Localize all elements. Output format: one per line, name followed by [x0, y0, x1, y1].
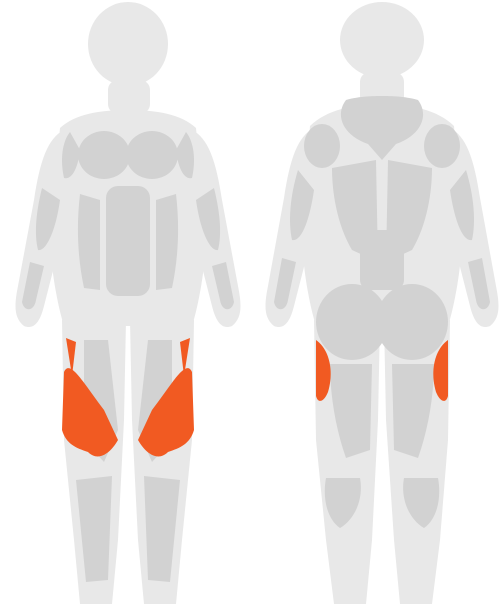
back-figure	[266, 2, 499, 604]
front-silhouette	[16, 2, 241, 604]
front-muscles	[22, 131, 234, 582]
front-figure	[16, 2, 241, 604]
